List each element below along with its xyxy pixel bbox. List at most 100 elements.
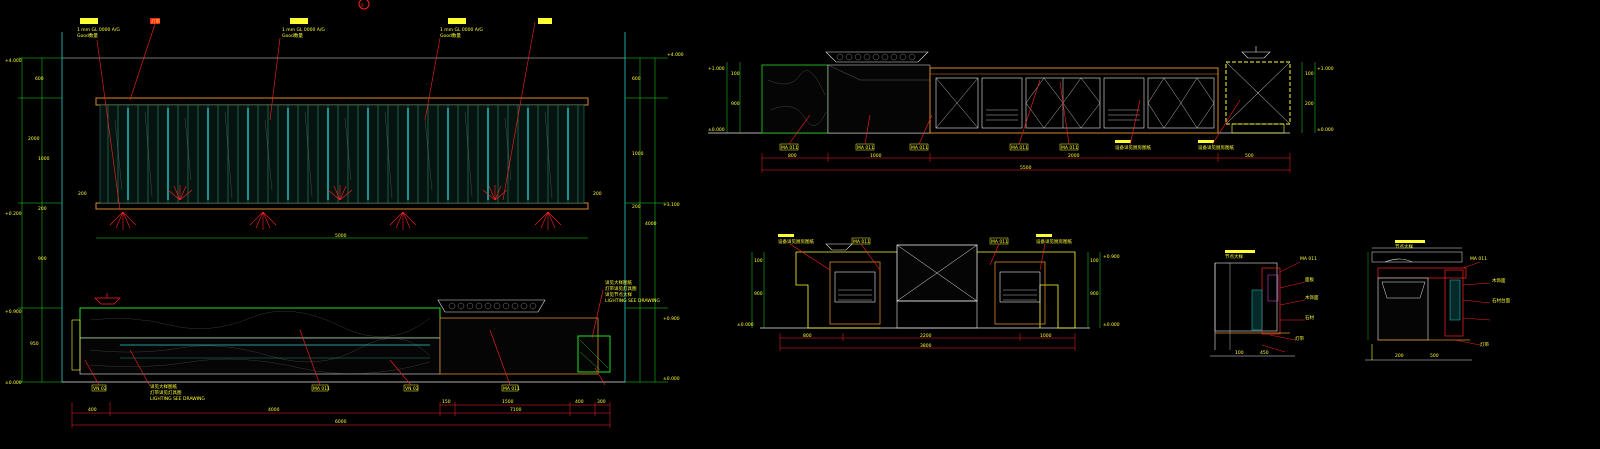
- level-left-3: ±0.000: [5, 380, 22, 386]
- tr-tag-4: MA 011: [1011, 145, 1028, 151]
- section-marker-label: ①: [360, 3, 365, 9]
- detail-a: 节点大样 MA 011 面板 木饰面 石材 灯带 100 450: [1210, 250, 1319, 357]
- detail-b-label-2: MA 011: [1470, 256, 1487, 262]
- mid-level-left-1: ±0.000: [737, 322, 754, 328]
- mid-tag-2: MA 011: [991, 239, 1008, 245]
- left-elevation: GL 01 1 mm GL 0000 A/G Good数量 灯带 GL 04 1…: [5, 18, 684, 428]
- section-marker: ①: [358, 0, 370, 10]
- detail-a-label-2: MA 011: [1300, 256, 1317, 262]
- tr-level-left-1: +1.000: [708, 66, 725, 72]
- tr-dim-left-2: 900: [731, 101, 740, 107]
- callout-3-sub2: Good数量: [440, 32, 461, 39]
- dim-left-6: 950: [30, 341, 39, 347]
- detail-b-dim-2: 500: [1430, 353, 1439, 359]
- mid-dim-left: 200: [78, 191, 87, 197]
- detail-b-label-1: 节点大样: [1395, 243, 1413, 250]
- callout-1-code: GL 01: [82, 19, 95, 25]
- dim-left-2: 2000: [28, 136, 40, 142]
- tr-level-right-1: +1.000: [1317, 66, 1334, 72]
- dim-left-4: 900: [38, 256, 47, 262]
- level-right-2: +3.100: [663, 202, 680, 208]
- mid-dim-right: 200: [593, 191, 602, 197]
- tr-dim-total: 5500: [1020, 165, 1032, 171]
- tag-light-strip-1: 灯带: [129, 18, 160, 101]
- tag-light-strip-2: 灯带: [502, 18, 552, 201]
- tr-dim-right-2: 200: [1305, 101, 1314, 107]
- detail-a-dim-1: 100: [1235, 350, 1244, 356]
- mid-dim-right-1: 100: [1090, 258, 1099, 264]
- bottom-dim-total: 6000: [335, 419, 347, 425]
- level-right-1: +4.000: [667, 52, 684, 58]
- tr-dim-row-3: 2000: [1068, 153, 1080, 159]
- top-right-elevation: +1.000 ±0.000 +1.000 ±0.000 100 900 100 …: [708, 46, 1334, 173]
- dim-right-4: 4000: [645, 221, 657, 227]
- callout-1: GL 01 1 mm GL 0000 A/G Good数量: [77, 18, 120, 211]
- tr-dim-row-2: 1000: [870, 153, 882, 159]
- mid-dim-right-2: 900: [1090, 291, 1099, 297]
- tr-note-2: 设备详见厨房图纸: [1198, 144, 1234, 151]
- mid-level-right-2: ±0.000: [1103, 322, 1120, 328]
- left-dim-chain: [18, 57, 62, 383]
- bottom-tag-1: VN 02: [93, 386, 107, 392]
- dim-right-3: 200: [632, 204, 641, 210]
- detail-b-label-5: 灯带: [1480, 341, 1489, 348]
- louver-panel: [99, 104, 585, 204]
- detail-b-label-3: 木饰面: [1492, 277, 1506, 284]
- note-left-1: 详见大样图纸: [150, 383, 177, 390]
- dim-right-1: 600: [632, 76, 641, 82]
- detail-a-dim-2: 450: [1260, 350, 1269, 356]
- callout-2: GL 04 1 mm GL 0000 A/G Good数量: [269, 18, 325, 121]
- mid-elevation: MA 011 MA 011 设备详见厨房图纸 设备详见厨房图纸 ±0.000 +…: [737, 234, 1120, 351]
- mid-dim-total: 3800: [920, 343, 932, 349]
- bottom-tags: VN 02 MA 011 VN 02 MA 011: [84, 329, 606, 392]
- lower-counter: [71, 293, 611, 375]
- callout-1-sub1: 1 mm GL 0000 A/G: [77, 27, 120, 33]
- detail-a-label-5: 石材: [1305, 314, 1314, 321]
- callout-3: GL 01 1 mm GL 0000 A/G Good数量: [424, 18, 483, 121]
- uplight-fan: [109, 185, 562, 230]
- tr-dim-row-1: 800: [788, 153, 797, 159]
- bottom-dim-6: 300: [597, 399, 606, 405]
- tr-dim-row-4: 500: [1245, 153, 1254, 159]
- callout-1-sub2: Good数量: [77, 32, 98, 39]
- bottom-dim-5: 400: [575, 399, 584, 405]
- detail-a-label-3: 面板: [1305, 276, 1314, 283]
- bottom-dim-2: 4000: [268, 407, 280, 413]
- tr-dim-left-1: 100: [731, 71, 740, 77]
- dim-left-1: 600: [35, 76, 44, 82]
- callout-3-sub1: 1 mm GL 0000 A/G: [440, 27, 483, 33]
- dim-left-3: 1000: [38, 156, 50, 162]
- callout-2-sub1: 1 mm GL 0000 A/G: [282, 27, 325, 33]
- mid-dim-row-2: 2200: [920, 333, 932, 339]
- mid-note-2: 设备详见厨房图纸: [1036, 238, 1072, 245]
- right-dim-chain: [625, 57, 668, 383]
- tag-light-strip-2-text: 灯带: [539, 18, 548, 25]
- detail-a-label-6: 灯带: [1295, 335, 1304, 342]
- mid-dim-left-2: 900: [754, 291, 763, 297]
- tr-level-right-2: ±0.000: [1317, 127, 1334, 133]
- note-right-1: 详见大样图纸: [605, 279, 632, 286]
- bottom-tag-4: MA 011: [503, 386, 520, 392]
- dim-right-2: 1000: [632, 151, 644, 157]
- detail-a-label-1: 节点大样: [1225, 253, 1243, 260]
- level-left-1: +4.000: [5, 58, 22, 64]
- callout-2-sub2: Good数量: [282, 32, 303, 39]
- detail-b: 节点大样 MA 011 木饰面 石材台面 灯带 200 500: [1365, 240, 1510, 361]
- note-right: 详见大样图纸 灯带详见灯具图 详见节点大样 LIGHTING SEE DRAWI…: [591, 279, 660, 339]
- tr-dim-right-1: 100: [1305, 71, 1314, 77]
- span-dim: 5000: [335, 233, 347, 239]
- note-left: 详见大样图纸 灯带详见灯具图 LIGHTING SEE DRAWING: [129, 349, 205, 402]
- note-right-3: 详见节点大样: [605, 291, 632, 298]
- mid-level-right-1: +0.900: [1103, 254, 1120, 260]
- detail-b-label-4: 石材台面: [1492, 297, 1510, 304]
- callout-2-code: GL 04: [292, 19, 305, 25]
- note-right-2: 灯带详见灯具图: [605, 285, 637, 292]
- level-left-2: +0.200: [5, 211, 22, 217]
- level-right-3: +0.900: [663, 316, 680, 322]
- tr-tag-3: MA 011: [911, 145, 928, 151]
- tag-light-strip-1-text: 灯带: [151, 18, 160, 25]
- tr-tag-5: MA 011: [1061, 145, 1078, 151]
- bottom-dim-chain: [71, 402, 611, 428]
- bottom-tag-3: VN 02: [405, 386, 419, 392]
